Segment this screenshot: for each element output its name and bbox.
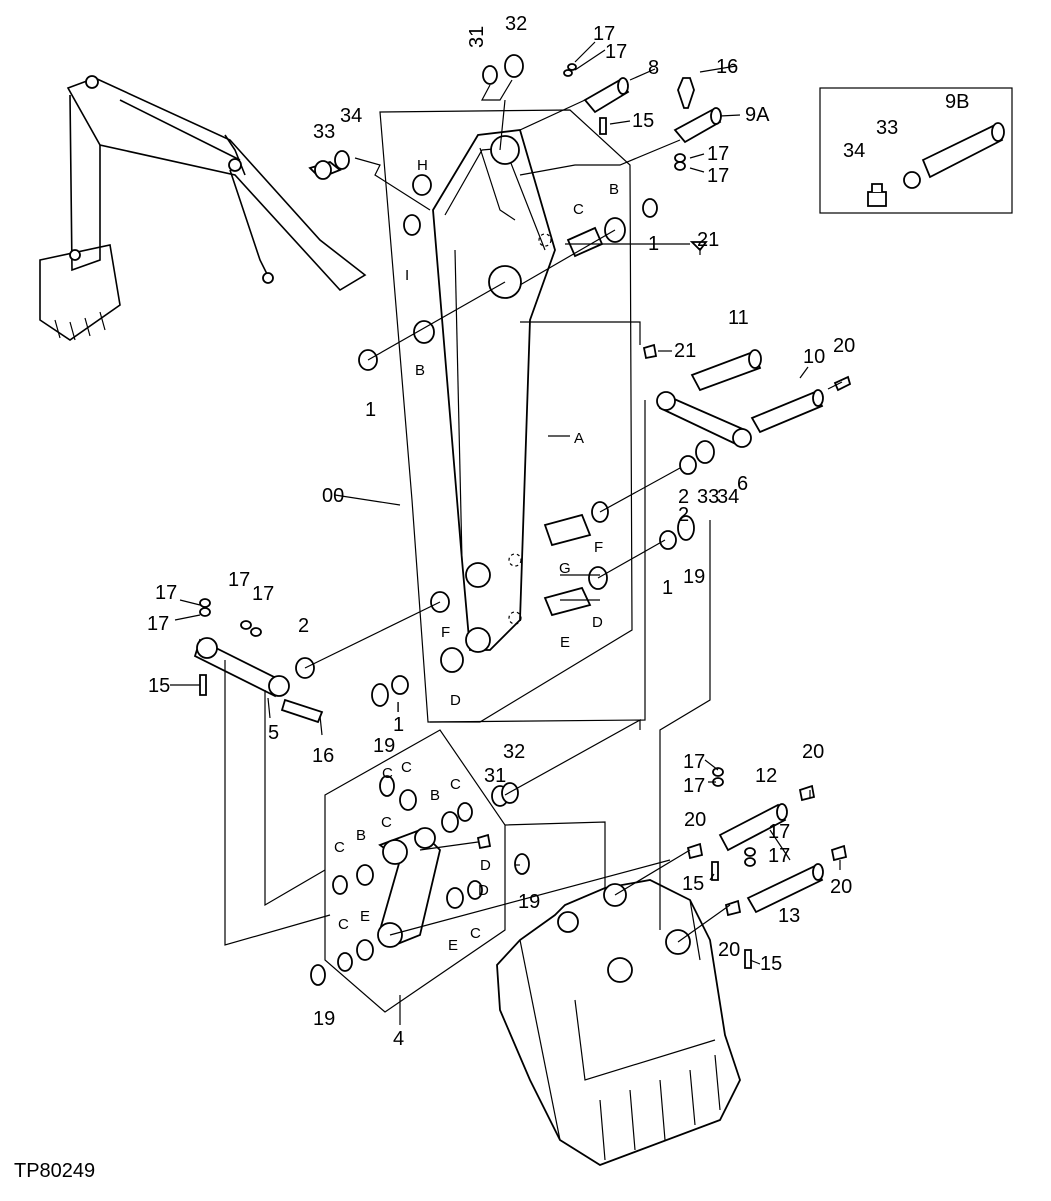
callout-10: 10 — [803, 346, 825, 368]
letter-I: I — [405, 267, 409, 284]
letter-C: C — [573, 201, 584, 218]
callout-1a: 1 — [648, 233, 659, 255]
letter-Bc: B — [430, 787, 440, 804]
callout-17l: 17 — [768, 845, 790, 867]
letter-Eb: E — [448, 937, 458, 954]
letter-Ca: C — [382, 765, 393, 782]
letter-E: E — [560, 634, 570, 651]
callout-33c: 33 — [697, 486, 719, 508]
callout-2b: 2 — [678, 504, 689, 526]
callout-2a: 2 — [678, 486, 689, 508]
letter-Bd: B — [356, 827, 366, 844]
callout-31a: 31 — [466, 26, 488, 48]
callout-19b: 19 — [373, 735, 395, 757]
callout-2c: 2 — [298, 615, 309, 637]
letter-Bb: B — [415, 362, 425, 379]
callout-17b: 17 — [605, 41, 627, 63]
callout-32a: 32 — [505, 13, 527, 35]
leader-lines — [170, 41, 843, 1025]
callout-19a: 19 — [683, 566, 705, 588]
inset-box — [819, 87, 1013, 214]
callout-19c: 19 — [518, 891, 540, 913]
callout-00: 00 — [322, 485, 344, 507]
callout-17g: 17 — [228, 569, 250, 591]
callout-34a: 34 — [340, 105, 362, 127]
callout-15a: 15 — [632, 110, 654, 132]
callout-34b: 34 — [843, 140, 865, 162]
link-assembly-4 — [310, 729, 530, 1013]
callout-34c: 34 — [717, 486, 739, 508]
callout-1c: 1 — [662, 577, 673, 599]
letter-labels: H A I B B C F G D E F D I D C C C B C B … — [334, 157, 619, 954]
callout-13: 13 — [778, 905, 800, 927]
callout-17f: 17 — [147, 613, 169, 635]
callout-32b: 32 — [503, 741, 525, 763]
callout-20c: 20 — [684, 809, 706, 831]
machine-overview-sketch — [39, 75, 367, 341]
callout-33b: 33 — [876, 117, 898, 139]
figure-code: TP80249 — [14, 1160, 96, 1182]
callout-21b: 21 — [674, 340, 696, 362]
callout-17a: 17 — [593, 23, 615, 45]
letter-Fa: F — [594, 539, 603, 556]
callout-1d: 1 — [393, 714, 404, 736]
letter-Cc: C — [450, 776, 461, 793]
callout-31b: 31 — [484, 765, 506, 787]
callout-1b: 1 — [365, 399, 376, 421]
callout-9B: 9B — [945, 91, 969, 113]
callout-8: 8 — [648, 57, 659, 79]
letter-Cd: C — [334, 839, 345, 856]
callout-labels: 31 32 17 17 8 16 9A 15 17 17 33 34 9B 33… — [147, 13, 969, 1050]
bucket — [496, 879, 741, 1166]
callout-15c: 15 — [682, 873, 704, 895]
letter-Ba: B — [609, 181, 619, 198]
letter-Cb: C — [401, 759, 412, 776]
callout-17c: 17 — [707, 143, 729, 165]
callout-20a: 20 — [833, 335, 855, 357]
callout-19d: 19 — [313, 1008, 335, 1030]
letter-De: D — [478, 882, 489, 899]
side-link-5 — [193, 598, 324, 724]
callout-15d: 15 — [760, 953, 782, 975]
callout-17e: 17 — [155, 582, 177, 604]
callout-17i: 17 — [683, 751, 705, 773]
callout-21a: 21 — [697, 229, 719, 251]
callout-12: 12 — [755, 765, 777, 787]
callout-6: 6 — [737, 473, 748, 495]
callout-17d: 17 — [707, 165, 729, 187]
callout-20d: 20 — [830, 876, 852, 898]
callout-9A: 9A — [745, 104, 770, 126]
callout-20b: 20 — [802, 741, 824, 763]
callout-16b: 16 — [312, 745, 334, 767]
letter-Dd: D — [480, 857, 491, 874]
upper-pin-hardware — [308, 54, 722, 371]
letter-Ce: C — [338, 916, 349, 933]
letter-Dc: D — [450, 692, 461, 709]
callout-17h: 17 — [252, 583, 274, 605]
letter-Db: D — [592, 614, 603, 631]
letter-Fb: F — [441, 624, 450, 641]
callout-15b: 15 — [148, 675, 170, 697]
callout-33a: 33 — [313, 121, 335, 143]
callout-17k: 17 — [768, 821, 790, 843]
callout-16a: 16 — [716, 56, 738, 78]
link-and-pin-hardware — [295, 349, 852, 707]
callout-5: 5 — [268, 722, 279, 744]
letter-G: G — [559, 560, 571, 577]
letter-A: A — [574, 430, 584, 447]
arm-body — [432, 129, 556, 653]
letter-Cg: C — [381, 814, 392, 831]
callout-4: 4 — [393, 1028, 404, 1050]
callout-17j: 17 — [683, 775, 705, 797]
bucket-pin-hardware — [686, 767, 848, 969]
letter-Ie: I — [396, 699, 400, 716]
letter-Ea: E — [360, 908, 370, 925]
letter-H: H — [417, 157, 428, 174]
arm-assembly-outline — [379, 109, 633, 723]
letter-Cf: C — [470, 925, 481, 942]
callout-11: 11 — [728, 307, 749, 329]
callout-20e: 20 — [718, 939, 740, 961]
